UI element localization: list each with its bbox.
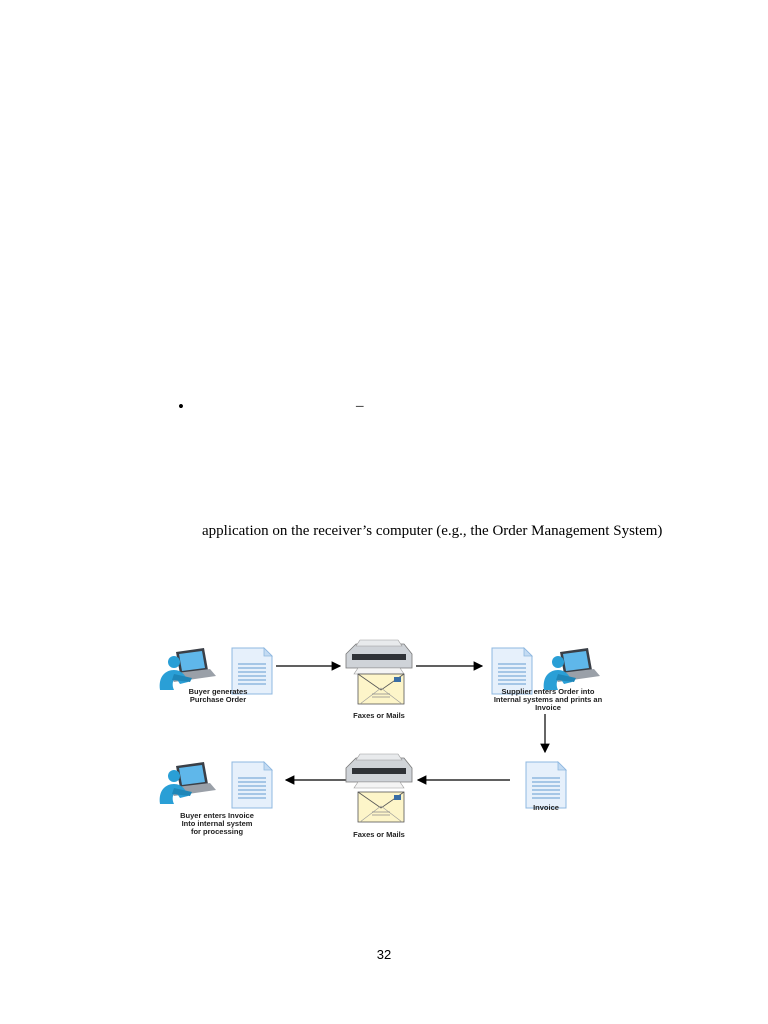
bullet-point: • — [178, 397, 184, 416]
flow-diagram-graphic — [159, 639, 600, 823]
user-laptop-icon — [543, 648, 600, 690]
order-invoice-flow-diagram: Buyer generates Purchase Order Faxes or … — [150, 632, 620, 847]
fax-machine-icon — [345, 639, 413, 675]
envelope-icon — [357, 791, 405, 823]
bullet-dash: – — [356, 398, 364, 414]
caption-faxes-top: Faxes or Mails — [353, 711, 405, 720]
page-number: 32 — [376, 947, 392, 962]
caption-buyer-enters: Buyer enters Invoice Into internal syste… — [180, 811, 254, 836]
fax-machine-icon — [345, 753, 413, 789]
envelope-icon — [357, 673, 405, 705]
caption-faxes-bottom: Faxes or Mails — [353, 830, 405, 839]
caption-supplier-enters: Supplier enters Order into Internal syst… — [493, 687, 603, 712]
user-laptop-icon — [159, 648, 216, 690]
user-laptop-icon — [159, 762, 216, 804]
document-icon — [231, 761, 273, 809]
caption-buyer-generates: Buyer generates Purchase Order — [188, 687, 248, 704]
caption-invoice: Invoice — [533, 803, 559, 812]
document-icon — [525, 761, 567, 809]
body-text-line: application on the receiver’s computer (… — [202, 523, 663, 539]
